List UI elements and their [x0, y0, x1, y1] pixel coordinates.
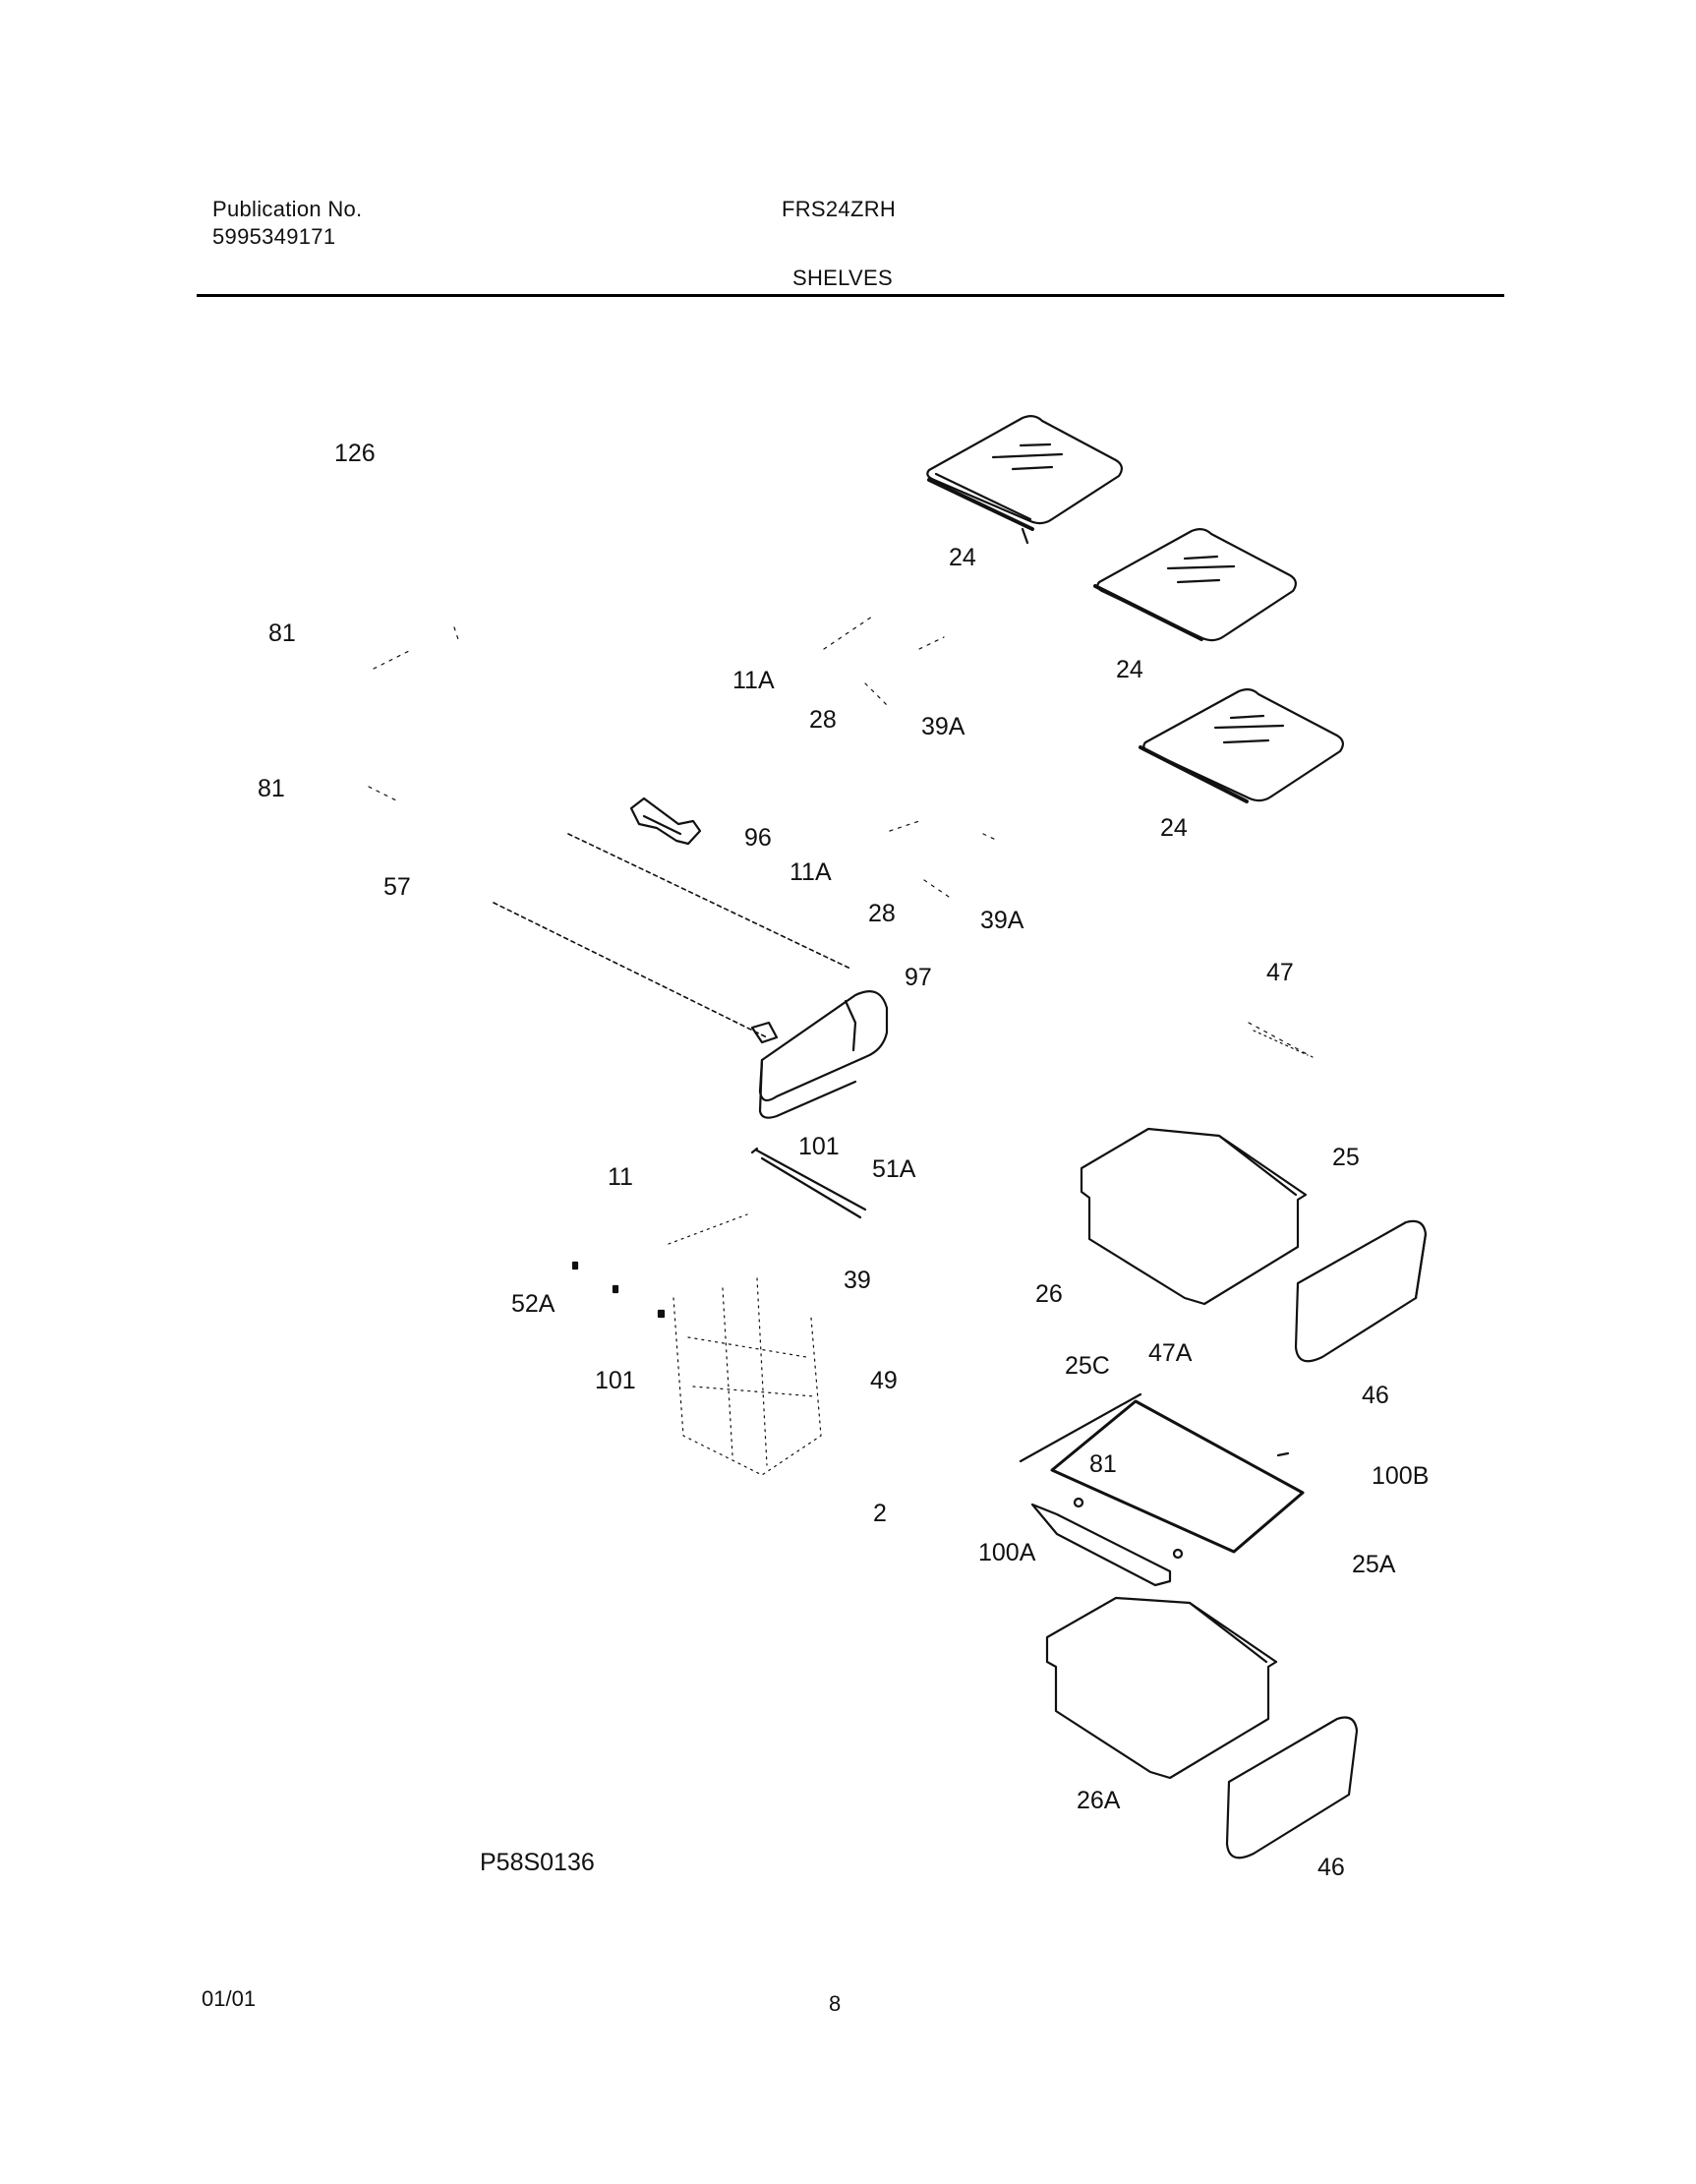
glass-shelf-2: [1093, 527, 1297, 642]
callout-47A: 47A: [1148, 1339, 1193, 1367]
callout-24: 24: [949, 544, 976, 571]
model-number: FRS24ZRH: [782, 197, 897, 221]
publication-number: 5995349171: [212, 224, 336, 249]
callout-47: 47: [1266, 959, 1294, 986]
callout-11A: 11A: [790, 858, 832, 886]
drawer-front-upper: [1294, 1219, 1428, 1363]
callout-57: 57: [383, 873, 411, 901]
callout-39A: 39A: [980, 907, 1024, 934]
crisper-cover: [1019, 1392, 1305, 1587]
callout-26: 26: [1035, 1280, 1063, 1308]
callout-97: 97: [905, 964, 932, 991]
crisper-drawer-upper: [1080, 1127, 1308, 1306]
header-rule: [197, 294, 1504, 297]
shelf-brackets-faint: [368, 614, 1314, 1058]
part-47-hint: [1253, 1030, 1309, 1056]
callout-26A: 26A: [1077, 1787, 1121, 1814]
publication-label: Publication No.: [212, 197, 363, 221]
crisper-drawer-lower: [1045, 1596, 1278, 1780]
callout-81: 81: [1089, 1450, 1117, 1478]
callout-2: 2: [873, 1500, 887, 1527]
rail-bracket-96: [629, 797, 702, 846]
callout-81: 81: [268, 620, 296, 647]
callout-46: 46: [1362, 1382, 1389, 1409]
callout-25: 25: [1332, 1144, 1360, 1171]
callout-11: 11: [608, 1163, 633, 1191]
callout-39A: 39A: [921, 713, 965, 740]
glass-shelf-1: [926, 414, 1123, 545]
callout-49: 49: [870, 1367, 898, 1394]
callout-28: 28: [809, 706, 837, 734]
page-number: 8: [829, 1991, 842, 2016]
rail-end-cap-97: [750, 990, 889, 1119]
callout-51A: 51A: [872, 1155, 916, 1183]
rail-piece-51A: [750, 1147, 867, 1219]
slide-rails: [493, 833, 851, 1038]
callout-126: 126: [334, 440, 376, 467]
footer-date: 01/01: [202, 1986, 257, 2011]
callout-24: 24: [1160, 814, 1188, 842]
callout-81: 81: [258, 775, 285, 802]
callout-25C: 25C: [1065, 1352, 1110, 1380]
callout-28: 28: [868, 900, 896, 927]
callout-101: 101: [595, 1367, 636, 1394]
callout-46: 46: [1317, 1854, 1345, 1881]
section-title: SHELVES: [792, 266, 893, 290]
callout-52A: 52A: [511, 1290, 556, 1318]
callout-39: 39: [844, 1267, 871, 1294]
wire-basket-49: [668, 1213, 822, 1476]
callout-101: 101: [798, 1133, 840, 1160]
drawer-front-lower: [1225, 1716, 1359, 1859]
figure-code: P58S0136: [480, 1849, 595, 1876]
callout-100A: 100A: [978, 1539, 1036, 1566]
callout-24: 24: [1116, 656, 1143, 683]
callout-11A: 11A: [732, 667, 775, 694]
glass-shelf-3: [1139, 687, 1344, 803]
callout-100B: 100B: [1372, 1462, 1430, 1490]
callout-25A: 25A: [1352, 1551, 1396, 1578]
callout-96: 96: [744, 824, 772, 852]
small-fasteners: [571, 1261, 666, 1319]
